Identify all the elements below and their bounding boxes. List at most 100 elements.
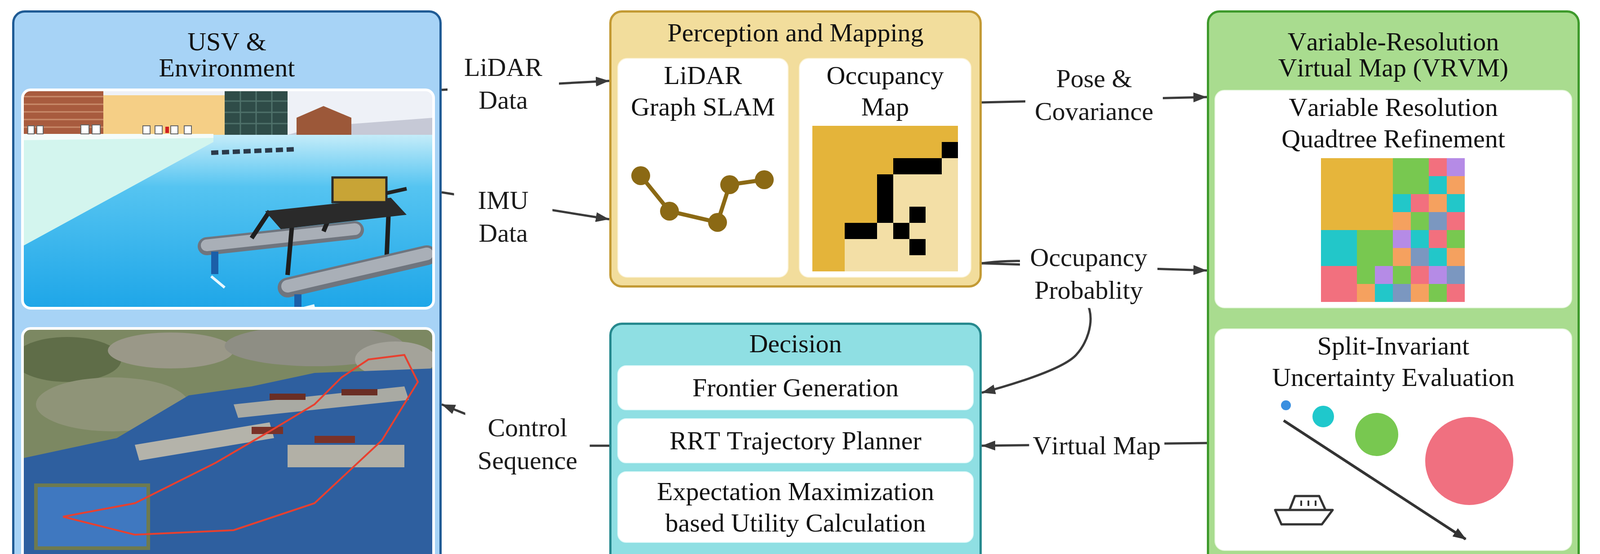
occupancy-grid: [877, 174, 894, 191]
step-label: Frontier Generation: [692, 372, 899, 404]
usv-scene: [211, 276, 315, 309]
usv-scene: [22, 89, 434, 309]
quadtree: [1446, 283, 1465, 302]
panel-box: USV & Environment: [12, 10, 442, 554]
module-box: Split-Invariant Uncertainty Evaluation: [1214, 328, 1573, 551]
quadtree: [1428, 248, 1447, 266]
edge-label: Occupancy Probablity: [1019, 239, 1158, 309]
usv-scene: [211, 251, 219, 275]
edge-label: Pose & Covariance: [1025, 60, 1163, 130]
port-map: [107, 332, 234, 369]
port-map: [233, 386, 409, 418]
usv-scene: [224, 89, 288, 135]
quadtree: [1410, 230, 1429, 249]
usv-scene: [22, 133, 214, 247]
quadtree: [1446, 230, 1465, 249]
quadtree: [1446, 265, 1465, 284]
quadtree: [1410, 283, 1429, 302]
image-frame: [22, 89, 434, 309]
port-map: [22, 336, 122, 382]
quadtree: [1446, 248, 1465, 266]
occupancy-grid: [893, 158, 910, 175]
panel-title: USV & Environment: [148, 28, 306, 81]
port-map: [62, 354, 418, 535]
quadtree: [1410, 248, 1429, 266]
edge-label: LiDAR Data: [447, 49, 559, 119]
occupancy-grid: [941, 141, 958, 159]
usv-scene: [287, 253, 427, 287]
usv-scene: [287, 117, 434, 135]
quadtree: [1392, 248, 1411, 266]
panel-box: DecisionFrontier GenerationRRT Trajector…: [609, 322, 982, 554]
port-map: [35, 377, 189, 432]
pose-graph: [754, 170, 774, 190]
occupancy-grid: [909, 158, 926, 175]
usv-scene: [184, 125, 192, 134]
usv-scene: [22, 96, 104, 128]
occupancy-grid: [909, 206, 926, 223]
module-title: Occupancy Map: [819, 59, 951, 123]
port-map: [22, 368, 434, 554]
occupancy-grid: [877, 190, 894, 207]
panel-title: Variable-Resolution Virtual Map (VRVM): [1273, 28, 1514, 81]
uncertainty-growth: [1275, 509, 1333, 525]
uncertainty-growth: [1283, 420, 1466, 540]
uncertainty-growth: [1301, 500, 1316, 506]
pose-graph: [720, 175, 740, 195]
usv-scene: [155, 125, 163, 134]
usv-scene: [265, 197, 407, 230]
quadtree: [1392, 212, 1411, 231]
port-map: [224, 328, 405, 367]
pose-graph: [660, 201, 679, 221]
port-map: [22, 328, 434, 554]
usv-scene: [287, 255, 427, 288]
quadtree: [1356, 230, 1393, 266]
quadtree: [1392, 265, 1411, 284]
uncertainty-growth: [1275, 400, 1514, 540]
quadtree: [1428, 212, 1447, 231]
usv-scene: [22, 89, 434, 309]
quadtree: [1356, 283, 1375, 302]
pose-graph: [631, 166, 774, 232]
uncertainty-growth: [1280, 400, 1291, 411]
usv-scene: [251, 204, 389, 275]
occupancy-grid: [812, 222, 845, 272]
usv-scene: [80, 124, 89, 134]
usv-scene: [170, 125, 178, 134]
quadtree: [1428, 194, 1447, 213]
quadtree: [1428, 176, 1447, 195]
usv-scene: [206, 230, 355, 247]
occupancy-grid: [909, 239, 926, 256]
usv-scene: [332, 177, 387, 203]
pose-graph: [631, 166, 651, 186]
quadtree: [1392, 230, 1411, 249]
panel-title: Decision: [749, 330, 842, 357]
usv-scene: [296, 106, 352, 135]
occupancy-grid: [893, 222, 910, 240]
occupancy-grid: [812, 125, 958, 272]
panel-title: Perception and Mapping: [667, 19, 924, 46]
quadtree: [1428, 265, 1447, 284]
uncertainty-growth: [1289, 496, 1326, 510]
pose-graph: [708, 212, 727, 232]
quadtree: [1410, 212, 1429, 231]
port-map: [314, 435, 355, 444]
port-map: [35, 485, 149, 549]
quadtree: [1392, 194, 1411, 213]
occupancy-grid: [860, 222, 878, 240]
module-title: Variable Resolution Quadtree Refinement: [1276, 91, 1511, 155]
usv-scene: [211, 149, 297, 153]
occupancy-grid: [812, 141, 942, 159]
quadtree: [1320, 230, 1357, 266]
port-map: [134, 422, 275, 461]
usv-scene: [22, 134, 434, 309]
occupancy-grid: [812, 125, 958, 272]
uncertainty-growth: [1312, 405, 1335, 428]
quadtree: [1428, 230, 1447, 249]
module-box: Occupancy Map: [798, 57, 972, 278]
quadtree: [1320, 265, 1357, 302]
port-map: [341, 389, 378, 396]
